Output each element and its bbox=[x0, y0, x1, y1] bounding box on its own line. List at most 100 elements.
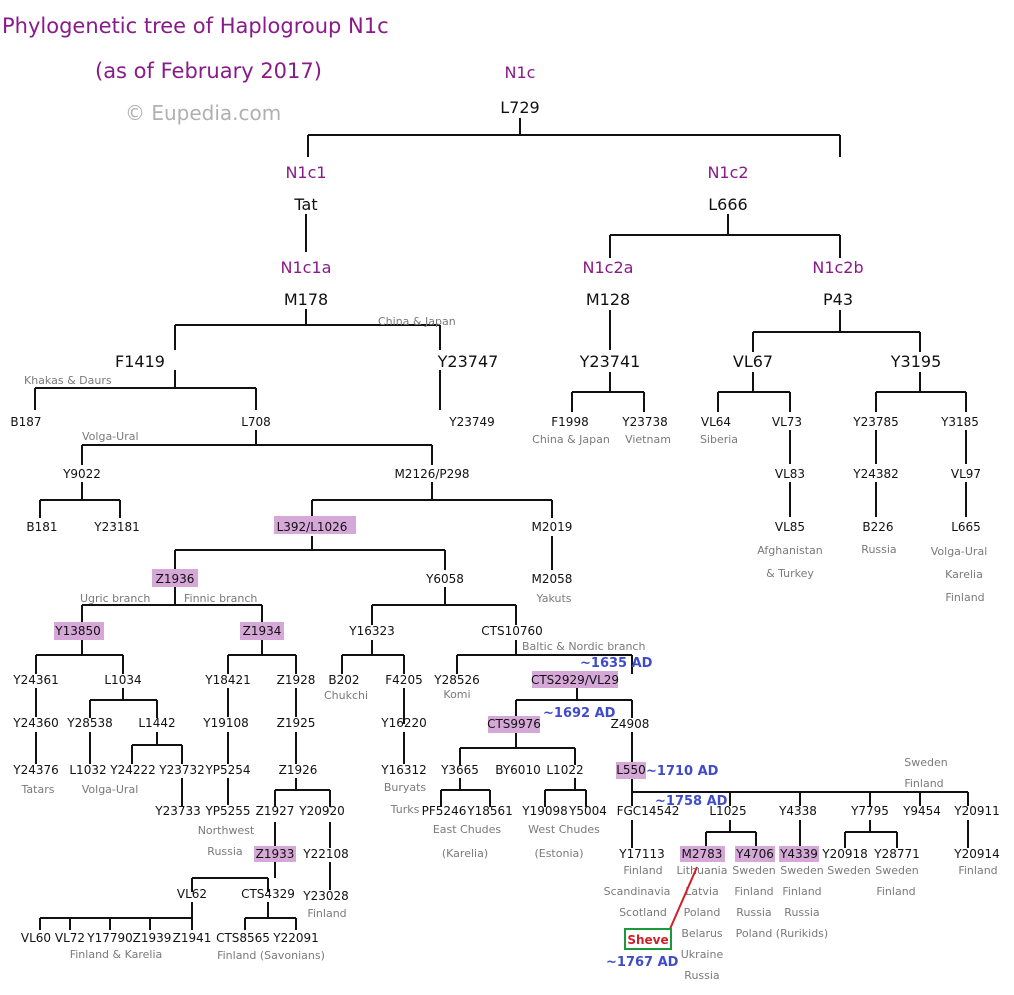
node-y24360: Y24360 bbox=[12, 716, 59, 730]
node-y24222: Y24222 bbox=[109, 763, 156, 777]
node-y4338: Y4338 bbox=[778, 804, 817, 818]
highlight-box bbox=[735, 846, 775, 862]
region-y4706-1: Sweden bbox=[732, 864, 775, 877]
node-vl62: VL62 bbox=[177, 887, 207, 901]
region-m2783-3: Poland bbox=[684, 906, 721, 919]
node-f1419: F1419 bbox=[115, 352, 165, 371]
node-l1025: L1025 bbox=[709, 804, 746, 818]
node-by6010: BY6010 bbox=[495, 763, 540, 777]
node-y24361: Y24361 bbox=[12, 673, 59, 687]
date-1758-ad: ~1758 AD bbox=[655, 794, 728, 809]
copyright-notice: © Eupedia.com bbox=[125, 101, 281, 125]
node-y23738: Y23738 bbox=[621, 415, 668, 429]
region-volga-ural-2: Volga-Ural bbox=[82, 783, 139, 796]
node-y23181: Y23181 bbox=[93, 520, 140, 534]
node-l392-l1026: L392/L1026 bbox=[277, 520, 348, 534]
region-russia-b226: Russia bbox=[861, 543, 896, 556]
region-karelia-paren: (Karelia) bbox=[442, 847, 488, 860]
node-m2783: M2783 bbox=[682, 847, 723, 861]
haplogroup-n1c1: N1c1 bbox=[285, 163, 326, 182]
node-b202: B202 bbox=[328, 673, 359, 687]
node-z1928: Z1928 bbox=[277, 673, 316, 687]
sheve-label: Sheve bbox=[627, 933, 668, 947]
region-y4706-3: Russia bbox=[736, 906, 771, 919]
node-yp5255: YP5255 bbox=[204, 804, 250, 818]
region-tatars: Tatars bbox=[21, 783, 55, 796]
region-finland-karelia: Finland & Karelia bbox=[70, 948, 163, 961]
node-y3195: Y3195 bbox=[890, 352, 942, 371]
node-z1933: Z1933 bbox=[256, 847, 295, 861]
node-y19108: Y19108 bbox=[202, 716, 249, 730]
node-y23733: Y23733 bbox=[154, 804, 201, 818]
node-z1936: Z1936 bbox=[156, 572, 195, 586]
region-y17113-scandinavia: Scandinavia bbox=[604, 885, 671, 898]
haplogroup-n1c1a: N1c1a bbox=[281, 258, 332, 277]
region-estonia-paren: (Estonia) bbox=[534, 847, 583, 860]
region-m2783-1: Lithuania bbox=[677, 864, 728, 877]
highlight-box bbox=[240, 622, 284, 640]
node-y9454: Y9454 bbox=[902, 804, 941, 818]
node-y6058: Y6058 bbox=[425, 572, 464, 586]
node-cts2929-vl29: CTS2929/VL29 bbox=[531, 673, 619, 687]
region-y28771-1: Sweden bbox=[875, 864, 918, 877]
region-west-chudes: West Chudes bbox=[528, 823, 600, 836]
node-cts10760: CTS10760 bbox=[481, 624, 543, 638]
node-vl67: VL67 bbox=[733, 352, 773, 371]
snp-n1c2b: P43 bbox=[823, 290, 853, 309]
node-m2058: M2058 bbox=[532, 572, 573, 586]
node-l550: L550 bbox=[616, 763, 646, 777]
region-l665-2: Karelia bbox=[945, 568, 983, 581]
haplogroup-n1c: N1c bbox=[505, 63, 536, 82]
snp-n1c2a: M128 bbox=[586, 290, 630, 309]
region-y17113-finland: Finland bbox=[623, 864, 662, 877]
region-china-japan-2: China & Japan bbox=[532, 433, 610, 446]
node-y24382: Y24382 bbox=[852, 467, 899, 481]
node-y4339: Y4339 bbox=[779, 847, 818, 861]
node-y16323: Y16323 bbox=[348, 624, 395, 638]
region-afghanistan: Afghanistan bbox=[757, 544, 823, 557]
highlight-box bbox=[274, 516, 356, 534]
node-z1926: Z1926 bbox=[279, 763, 318, 777]
highlight-box bbox=[616, 762, 646, 779]
region-finland-top: Finland bbox=[904, 777, 943, 790]
highlight-box bbox=[488, 716, 540, 733]
node-y28526: Y28526 bbox=[433, 673, 480, 687]
node-y20918: Y20918 bbox=[821, 847, 868, 861]
node-z1925: Z1925 bbox=[277, 716, 316, 730]
node-z1934: Z1934 bbox=[243, 624, 282, 638]
node-vl72: VL72 bbox=[55, 931, 85, 945]
region-y20914-1: Finland bbox=[958, 864, 997, 877]
node-z1939: Z1939 bbox=[133, 931, 172, 945]
node-l665: L665 bbox=[951, 520, 981, 534]
snp-n1c1a: M178 bbox=[284, 290, 328, 309]
node-y16220: Y16220 bbox=[380, 716, 427, 730]
node-z1927: Z1927 bbox=[256, 804, 295, 818]
region-m2783-6: Russia bbox=[684, 969, 719, 982]
node-vl83: VL83 bbox=[775, 467, 805, 481]
node-y23749: Y23749 bbox=[448, 415, 495, 429]
node-pf5246: PF5246 bbox=[422, 804, 467, 818]
region-l665-1: Volga-Ural bbox=[931, 545, 988, 558]
region-siberia: Siberia bbox=[700, 433, 738, 446]
region-turks: Turks bbox=[390, 803, 420, 816]
region-y4339-4: (Rurikids) bbox=[776, 927, 828, 940]
node-y18421: Y18421 bbox=[204, 673, 251, 687]
region-volga-ural-1: Volga-Ural bbox=[82, 430, 139, 443]
highlight-box bbox=[532, 671, 618, 688]
node-b181: B181 bbox=[26, 520, 57, 534]
node-y13850: Y13850 bbox=[54, 624, 101, 638]
node-m2019: M2019 bbox=[532, 520, 573, 534]
node-y17790: Y17790 bbox=[86, 931, 133, 945]
region-east-chudes: East Chudes bbox=[433, 823, 502, 836]
date-1767-ad: ~1767 AD bbox=[606, 955, 679, 970]
region-m2783-4: Belarus bbox=[681, 927, 723, 940]
figure-subtitle: (as of February 2017) bbox=[95, 59, 322, 83]
date-1692-ad: ~1692 AD bbox=[543, 706, 616, 721]
node-y20920: Y20920 bbox=[298, 804, 345, 818]
region-komi: Komi bbox=[443, 688, 470, 701]
region-finland-y23028: Finland bbox=[307, 907, 346, 920]
node-y23741: Y23741 bbox=[579, 352, 641, 371]
sheve-link-line bbox=[669, 866, 698, 930]
